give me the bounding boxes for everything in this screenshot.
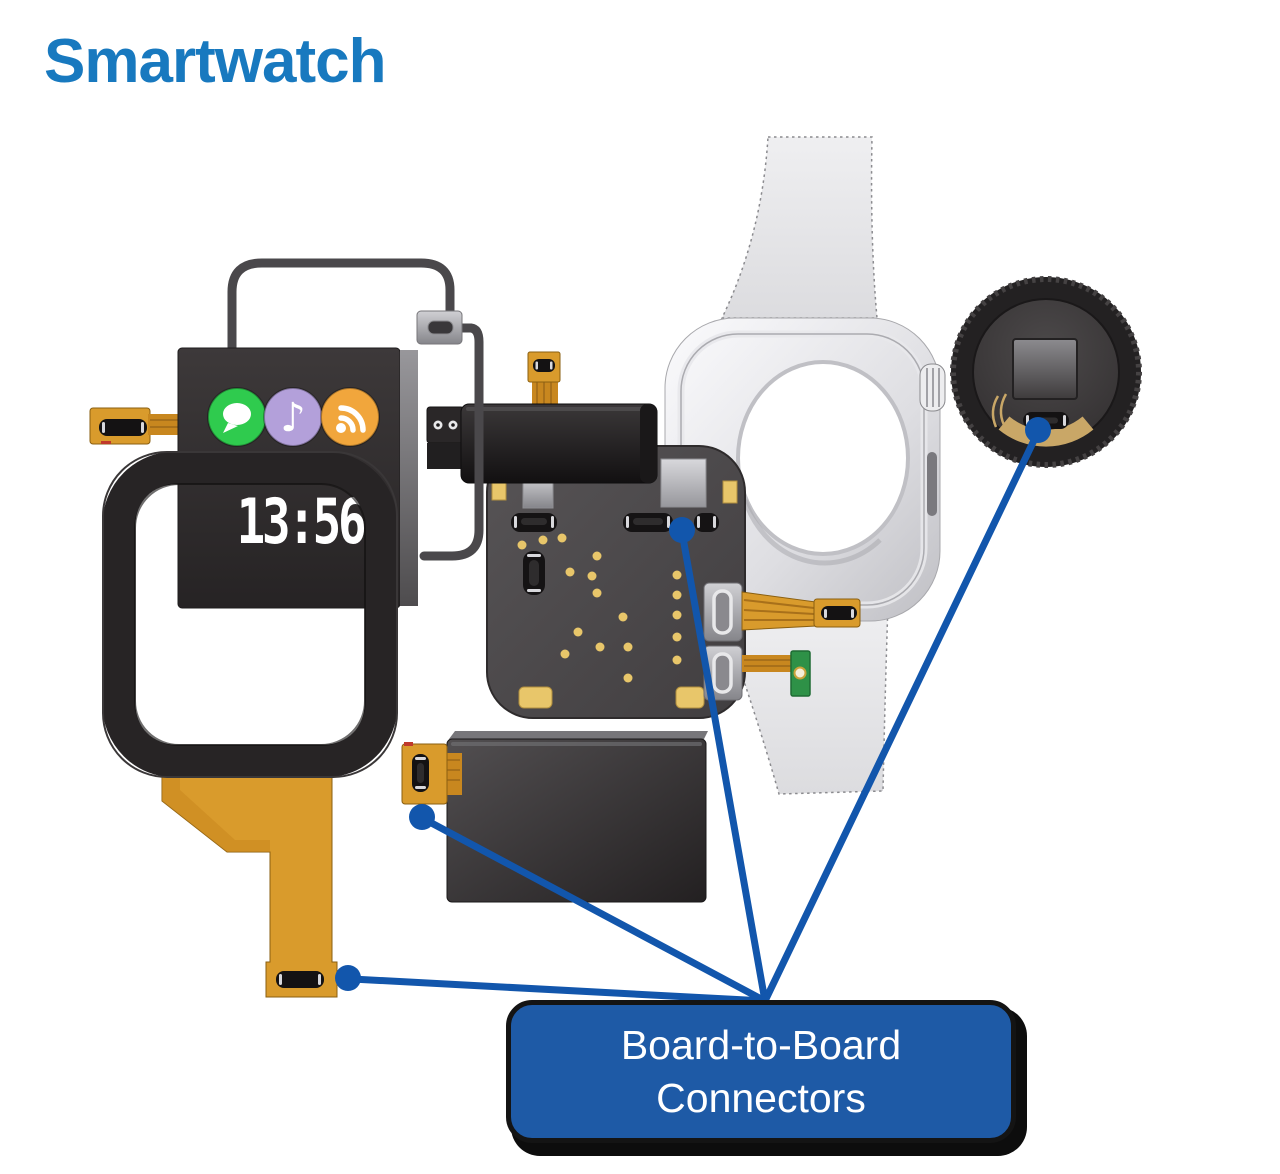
flex-b2b-connector [821, 606, 857, 620]
gold-wire [999, 393, 1008, 426]
watch-strap-top [720, 136, 878, 319]
messages-icon [207, 387, 267, 447]
callout-line-2: Connectors [656, 1074, 866, 1121]
pcb-b2b-connector [623, 513, 673, 532]
page-title: Smartwatch [44, 27, 386, 96]
clock-display: 13:56 [237, 486, 368, 559]
pcb-b2b-connector-vertical [523, 551, 545, 595]
gold-wire [991, 395, 1000, 428]
main-pcb [486, 445, 746, 719]
bezel-frame [102, 451, 398, 778]
case-screen-opening [736, 360, 910, 556]
metal-shield [660, 458, 707, 508]
leader-line-display-flex [348, 975, 769, 1005]
antenna-cable [227, 258, 455, 357]
leader-line-pcb [678, 528, 769, 1005]
battery [401, 731, 708, 903]
music-icon: ♪ [263, 387, 323, 447]
small-connector-block [426, 406, 465, 469]
callout-line-1: Board-to-Board [620, 1022, 902, 1069]
digital-crown [919, 363, 946, 412]
svg-text:13:56: 13:56 [237, 486, 365, 559]
pcb-edge-connector [703, 645, 743, 701]
leader-dot [335, 965, 361, 991]
leader-dot [1025, 417, 1051, 443]
sensor-window [1012, 338, 1078, 400]
pcb-b2b-connector [694, 513, 719, 532]
antenna-connector [416, 310, 463, 345]
pcb-test-points [517, 533, 682, 683]
antenna-cable-lower [419, 323, 484, 561]
display-bottom-flex-cable [161, 776, 338, 998]
leader-line-battery [420, 815, 769, 1005]
pcb-edge-connector [703, 582, 743, 642]
svg-text:♪: ♪ [280, 395, 306, 441]
leader-lines [348, 428, 1042, 1005]
watch-case [664, 317, 946, 622]
side-button [927, 452, 937, 516]
rss-icon [320, 387, 380, 447]
flex-b2b-connector [276, 971, 324, 988]
sensor-disc [950, 276, 1142, 468]
leader-dots [335, 417, 1051, 991]
module-flex-tab [527, 351, 561, 412]
battery-b2b-connector [412, 754, 429, 792]
leader-dot [669, 517, 695, 543]
display-left-flex-cable [89, 407, 180, 445]
board-to-board-connectors-label: Board-to-Board Connectors [506, 1000, 1016, 1143]
pcb-green-flex-cable [742, 650, 811, 697]
pcb-right-flex-cable [741, 591, 861, 631]
battery-flex-tab [401, 742, 462, 805]
pcb-b2b-connector [511, 513, 557, 532]
leader-dot [409, 804, 435, 830]
vibration-motor-module [460, 403, 658, 484]
leader-line-disc [761, 428, 1042, 1005]
